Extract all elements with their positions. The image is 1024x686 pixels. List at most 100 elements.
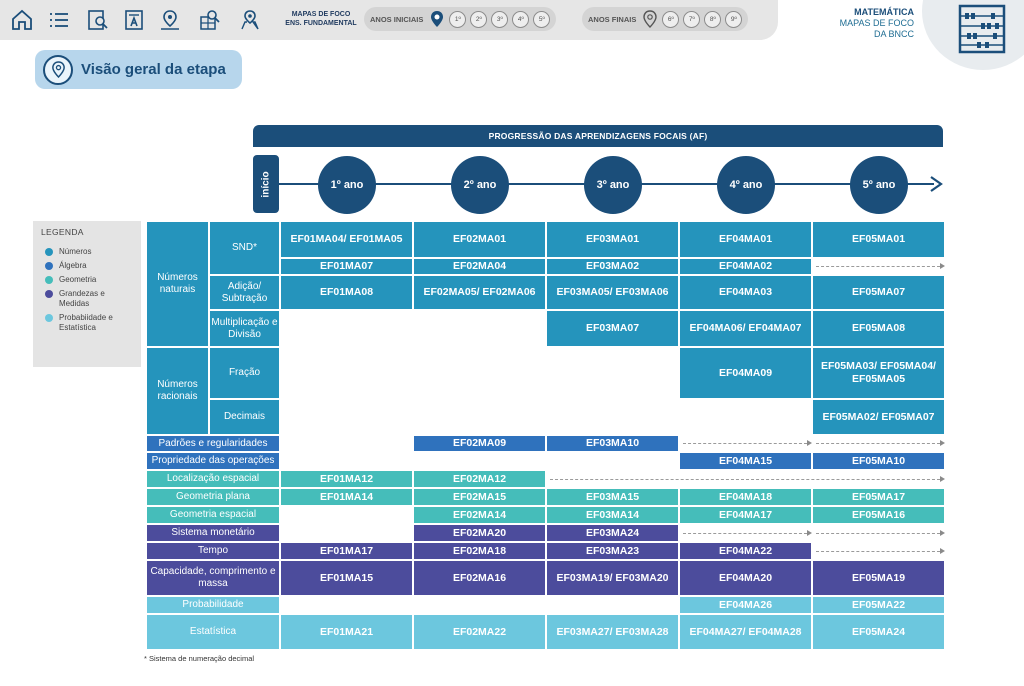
grade-3-button[interactable]: 3º [491,10,509,28]
code-cell[interactable]: EF03MA05/ EF03MA06 [546,275,679,310]
code-cell[interactable]: EF02MA12 [413,470,546,488]
anos-iniciais-label: ANOS INICIAIS [370,14,424,24]
code-cell[interactable]: EF04MA09 [679,347,812,399]
code-cell[interactable]: EF02MA09 [413,435,546,452]
timeline-start-label: início [260,170,272,198]
code-cell[interactable]: EF05MA03/ EF05MA04/ EF05MA05 [812,347,945,399]
footnote: * Sistema de numeração decimal [144,654,255,663]
code-cell[interactable]: EF03MA02 [546,258,679,275]
map-pin-route-icon[interactable] [156,6,184,34]
group-numeros-naturais: Números naturais [146,221,209,347]
location-map-icon[interactable] [236,6,264,34]
list-icon[interactable] [45,6,73,34]
grade-6-button[interactable]: 6º [662,10,680,28]
code-cell[interactable]: EF05MA10 [812,452,945,470]
code-cell[interactable]: EF05MA01 [812,221,945,258]
legend-label: Geometria [59,275,97,284]
grade-1-button[interactable]: 1º [449,10,467,28]
code-cell[interactable]: EF04MA15 [679,452,812,470]
grade-7-button[interactable]: 7º [683,10,701,28]
code-cell[interactable]: EF01MA15 [280,560,413,596]
row-localizacao: Localização espacial [146,470,280,488]
code-cell[interactable]: EF04MA18 [679,488,812,506]
code-cell[interactable]: EF05MA16 [812,506,945,524]
code-cell[interactable]: EF01MA07 [280,258,413,275]
code-cell[interactable]: EF04MA17 [679,506,812,524]
year-1-circle: 1º ano [318,156,376,214]
code-cell[interactable]: EF03MA14 [546,506,679,524]
code-cell[interactable]: EF03MA15 [546,488,679,506]
grade-4-button[interactable]: 4º [512,10,530,28]
continuation-dash [816,533,940,534]
code-cell[interactable]: EF03MA24 [546,524,679,542]
code-cell[interactable]: EF01MA17 [280,542,413,560]
code-cell[interactable]: EF03MA23 [546,542,679,560]
year-3-circle: 3º ano [584,156,642,214]
legend-dot [45,314,53,322]
continuation-dash [683,443,807,444]
code-cell[interactable]: EF04MA01 [679,221,812,258]
code-cell[interactable]: EF04MA03 [679,275,812,310]
code-cell[interactable]: EF03MA19/ EF03MA20 [546,560,679,596]
legend-item-numeros: Números [41,247,133,257]
year-4-circle: 4º ano [717,156,775,214]
legend-label: Grandezas e Medidas [59,289,105,308]
code-cell[interactable]: EF02MA22 [413,614,546,650]
code-cell[interactable]: EF05MA08 [812,310,945,347]
code-cell[interactable]: EF04MA06/ EF04MA07 [679,310,812,347]
code-cell[interactable]: EF04MA26 [679,596,812,614]
code-cell[interactable]: EF03MA10 [546,435,679,452]
legend-item-grandezas: Grandezas e Medidas [41,289,133,309]
continuation-dash [550,479,940,480]
code-cell[interactable]: EF01MA12 [280,470,413,488]
timeline-arrow-icon [930,176,943,192]
code-cell[interactable]: EF05MA22 [812,596,945,614]
code-cell[interactable]: EF05MA19 [812,560,945,596]
code-cell[interactable]: EF01MA04/ EF01MA05 [280,221,413,258]
code-cell[interactable]: EF03MA01 [546,221,679,258]
code-cell[interactable]: EF02MA05/ EF02MA06 [413,275,546,310]
document-a-icon[interactable] [120,6,148,34]
home-icon[interactable] [8,6,36,34]
code-cell[interactable]: EF05MA07 [812,275,945,310]
row-propriedade: Propriedade das operações [146,452,280,470]
search-grid-icon[interactable] [196,6,224,34]
code-cell[interactable]: EF02MA20 [413,524,546,542]
code-cell[interactable]: EF05MA24 [812,614,945,650]
row-tempo: Tempo [146,542,280,560]
grade-9-button[interactable]: 9º [725,10,743,28]
code-cell[interactable]: EF01MA14 [280,488,413,506]
row-padroes: Padrões e regularidades [146,435,280,452]
code-cell[interactable]: EF04MA27/ EF04MA28 [679,614,812,650]
code-cell[interactable]: EF04MA02 [679,258,812,275]
row-geometria-plana: Geometria plana [146,488,280,506]
continuation-dash [683,533,807,534]
legend-dot [45,262,53,270]
legend-title: LEGENDA [41,227,84,237]
grade-8-button[interactable]: 8º [704,10,722,28]
location-pin-icon [43,54,73,85]
code-cell[interactable]: EF02MA14 [413,506,546,524]
code-cell[interactable]: EF02MA04 [413,258,546,275]
code-cell[interactable]: EF01MA21 [280,614,413,650]
code-cell[interactable]: EF04MA22 [679,542,812,560]
search-document-icon[interactable] [84,6,112,34]
code-cell[interactable]: EF02MA18 [413,542,546,560]
continuation-dash [816,551,940,552]
code-cell[interactable]: EF03MA07 [546,310,679,347]
grade-2-button[interactable]: 2º [470,10,488,28]
code-cell[interactable]: EF02MA01 [413,221,546,258]
code-cell[interactable]: EF05MA17 [812,488,945,506]
grade-5-button[interactable]: 5º [533,10,551,28]
code-cell[interactable]: EF01MA08 [280,275,413,310]
code-cell[interactable]: EF02MA16 [413,560,546,596]
code-cell[interactable]: EF02MA15 [413,488,546,506]
caption-line-2: ENS. FUNDAMENTAL [285,20,357,27]
code-cell[interactable]: EF05MA02/ EF05MA07 [812,399,945,435]
code-cell[interactable]: EF04MA20 [679,560,812,596]
anos-iniciais-selector[interactable]: ANOS INICIAIS 1º 2º 3º 4º 5º [364,7,557,31]
code-cell[interactable]: EF03MA27/ EF03MA28 [546,614,679,650]
legend: LEGENDA Números Álgebra Geometria Grande… [33,221,141,367]
row-capacidade: Capacidade, comprimento e massa [146,560,280,596]
anos-finais-selector[interactable]: ANOS FINAIS 6º 7º 8º 9º [582,7,749,31]
